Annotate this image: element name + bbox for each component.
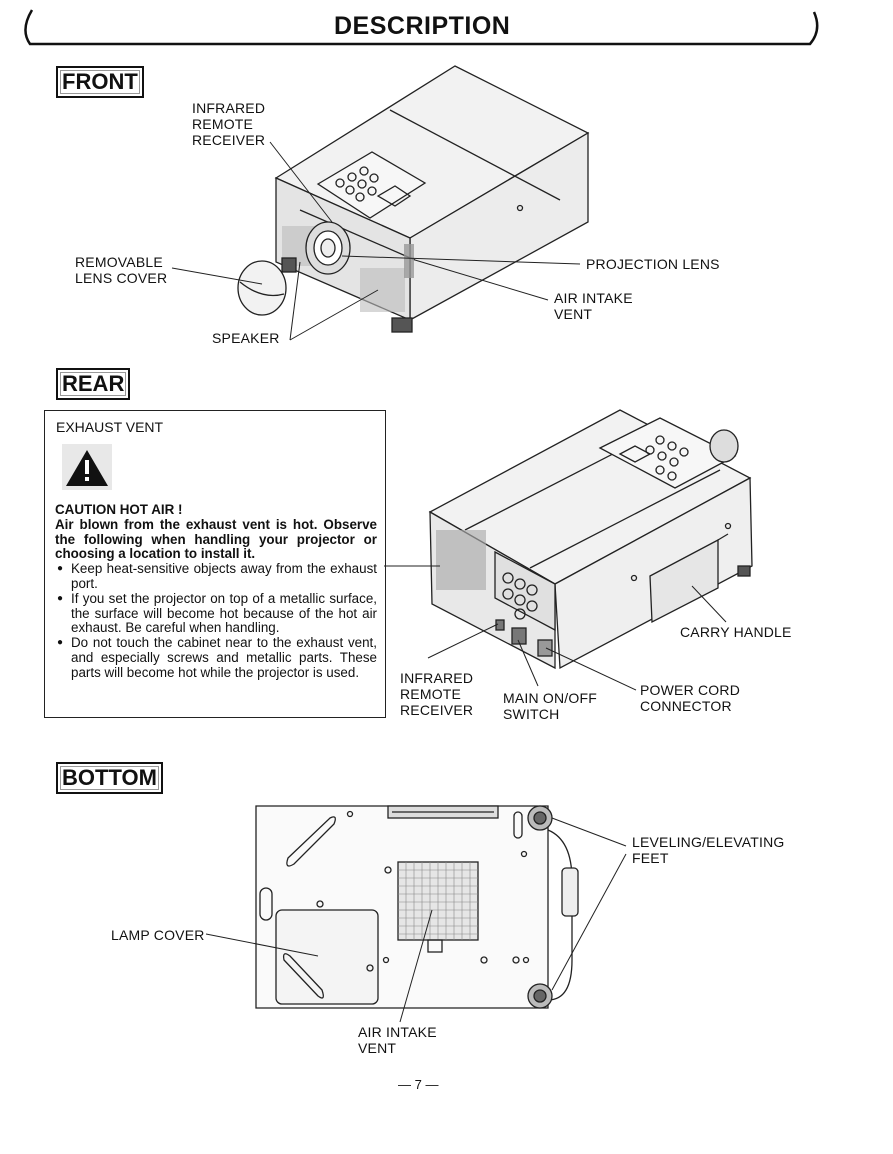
bottom-air-intake-label: AIR INTAKE VENT: [358, 1024, 437, 1056]
front-leader-lines: [171, 141, 581, 341]
rear-ir-receiver-label: INFRARED REMOTE RECEIVER: [400, 670, 474, 718]
front-heading: FRONT: [56, 66, 144, 98]
rear-carry-handle-label: CARRY HANDLE: [680, 624, 792, 640]
caution-body: CAUTION HOT AIR ! Air blown from the exh…: [55, 502, 377, 681]
rear-main-switch-label: MAIN ON/OFF SWITCH: [503, 690, 597, 722]
bottom-view-illustration: [255, 805, 579, 1009]
front-speaker-label: SPEAKER: [212, 330, 280, 346]
caution-bullet: Keep heat-sensitive objects away from th…: [55, 561, 377, 592]
page-number: — 7 —: [398, 1077, 439, 1092]
rear-power-cord-label: POWER CORD CONNECTOR: [640, 682, 740, 714]
title-bracket: [24, 9, 819, 46]
rear-projector-illustration: [428, 409, 753, 670]
caution-bullets: Keep heat-sensitive objects away from th…: [55, 561, 377, 680]
rear-leader-lines: [384, 565, 727, 691]
front-ir-receiver-label: INFRARED REMOTE RECEIVER: [192, 100, 266, 148]
page-title: DESCRIPTION: [334, 12, 511, 40]
bottom-leveling-feet-label: LEVELING/ELEVATING FEET: [632, 834, 785, 866]
caution-text: Air blown from the exhaust vent is hot. …: [55, 516, 377, 562]
rear-heading: REAR: [56, 368, 131, 400]
exhaust-vent-label: EXHAUST VENT: [56, 419, 164, 435]
front-projector-illustration: [237, 65, 590, 333]
bottom-leader-lines: [205, 817, 627, 1023]
caution-bullet: If you set the projector on top of a met…: [55, 591, 377, 636]
caution-bullet: Do not touch the cabinet near to the exh…: [55, 635, 377, 680]
caution-box: EXHAUST VENT CAUTION HOT AIR ! Air blown…: [44, 410, 386, 718]
caution-title: CAUTION HOT AIR !: [55, 502, 183, 517]
bottom-lamp-cover-label: LAMP COVER: [111, 927, 205, 943]
warning-icon: [62, 444, 112, 490]
front-lens-cover-label: REMOVABLE LENS COVER: [75, 254, 168, 286]
bottom-heading: BOTTOM: [56, 762, 163, 794]
front-air-intake-label: AIR INTAKE VENT: [554, 290, 633, 322]
front-projection-lens-label: PROJECTION LENS: [586, 256, 720, 272]
